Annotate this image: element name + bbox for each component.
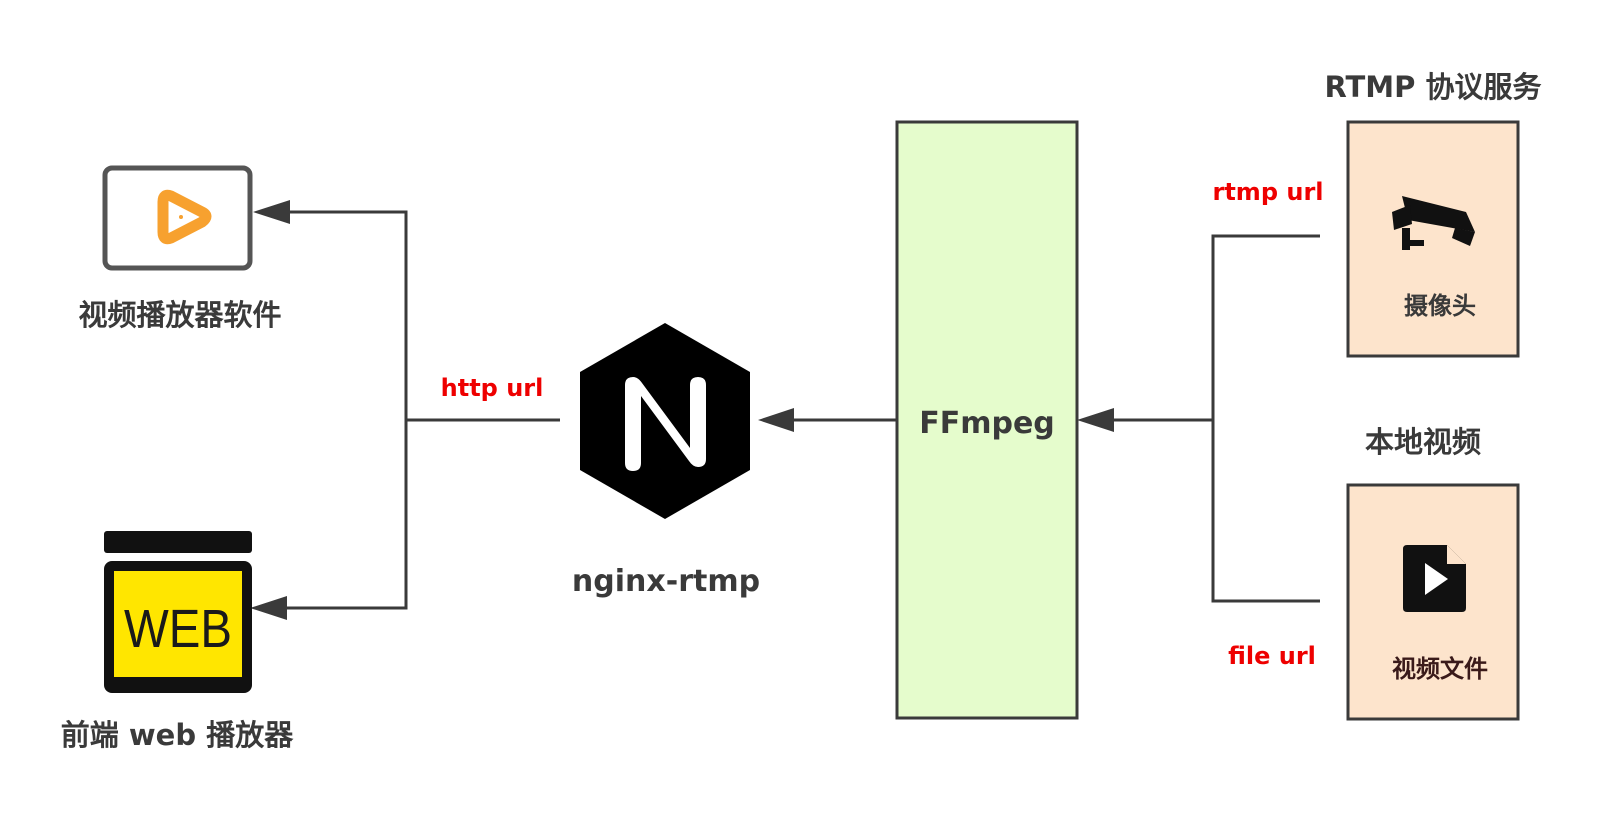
ffmpeg-node: FFmpeg (895, 120, 1079, 720)
arrowhead-into-player-software (253, 200, 290, 224)
camera-label: 摄像头 (1404, 292, 1476, 320)
player-software-node: 视频播放器软件 (78, 165, 282, 332)
nginx-node: nginx-rtmp (572, 323, 760, 599)
video-file-icon (1403, 545, 1466, 612)
web-logo-text: WEB (124, 599, 232, 659)
cctv-camera-icon (1392, 196, 1475, 250)
connector-camera (1211, 234, 1320, 420)
video-file-label: 视频文件 (1392, 655, 1488, 683)
nginx-logo-icon (580, 323, 750, 519)
file-url-label: file url (1228, 642, 1316, 670)
camera-node: 摄像头 (1346, 120, 1520, 358)
web-logo-icon: WEB (104, 531, 252, 693)
rtmp-service-title: RTMP 协议服务 (1324, 70, 1541, 104)
ffmpeg-label: FFmpeg (919, 406, 1055, 441)
play-button-icon (102, 165, 253, 271)
connector-video-file (1211, 420, 1320, 603)
local-video-title: 本地视频 (1365, 425, 1481, 459)
ffmpeg-box (895, 120, 1079, 720)
connectors (285, 210, 1320, 610)
arrowheads (250, 200, 1114, 620)
web-player-node: WEB 前端 web 播放器 (61, 531, 294, 752)
http-url-label: http url (441, 374, 544, 402)
rtmp-url-label: rtmp url (1213, 178, 1324, 206)
arrowhead-into-web-player (250, 596, 287, 620)
video-file-node: 视频文件 (1346, 483, 1520, 721)
camera-box (1346, 120, 1520, 358)
web-player-label: 前端 web 播放器 (61, 718, 294, 752)
nginx-label: nginx-rtmp (572, 564, 760, 599)
connector-to-web-player (285, 420, 408, 610)
connector-to-player-software (285, 210, 408, 420)
player-software-label: 视频播放器软件 (78, 298, 281, 332)
arrowhead-into-nginx (758, 408, 794, 432)
arrowhead-into-ffmpeg (1077, 408, 1114, 432)
